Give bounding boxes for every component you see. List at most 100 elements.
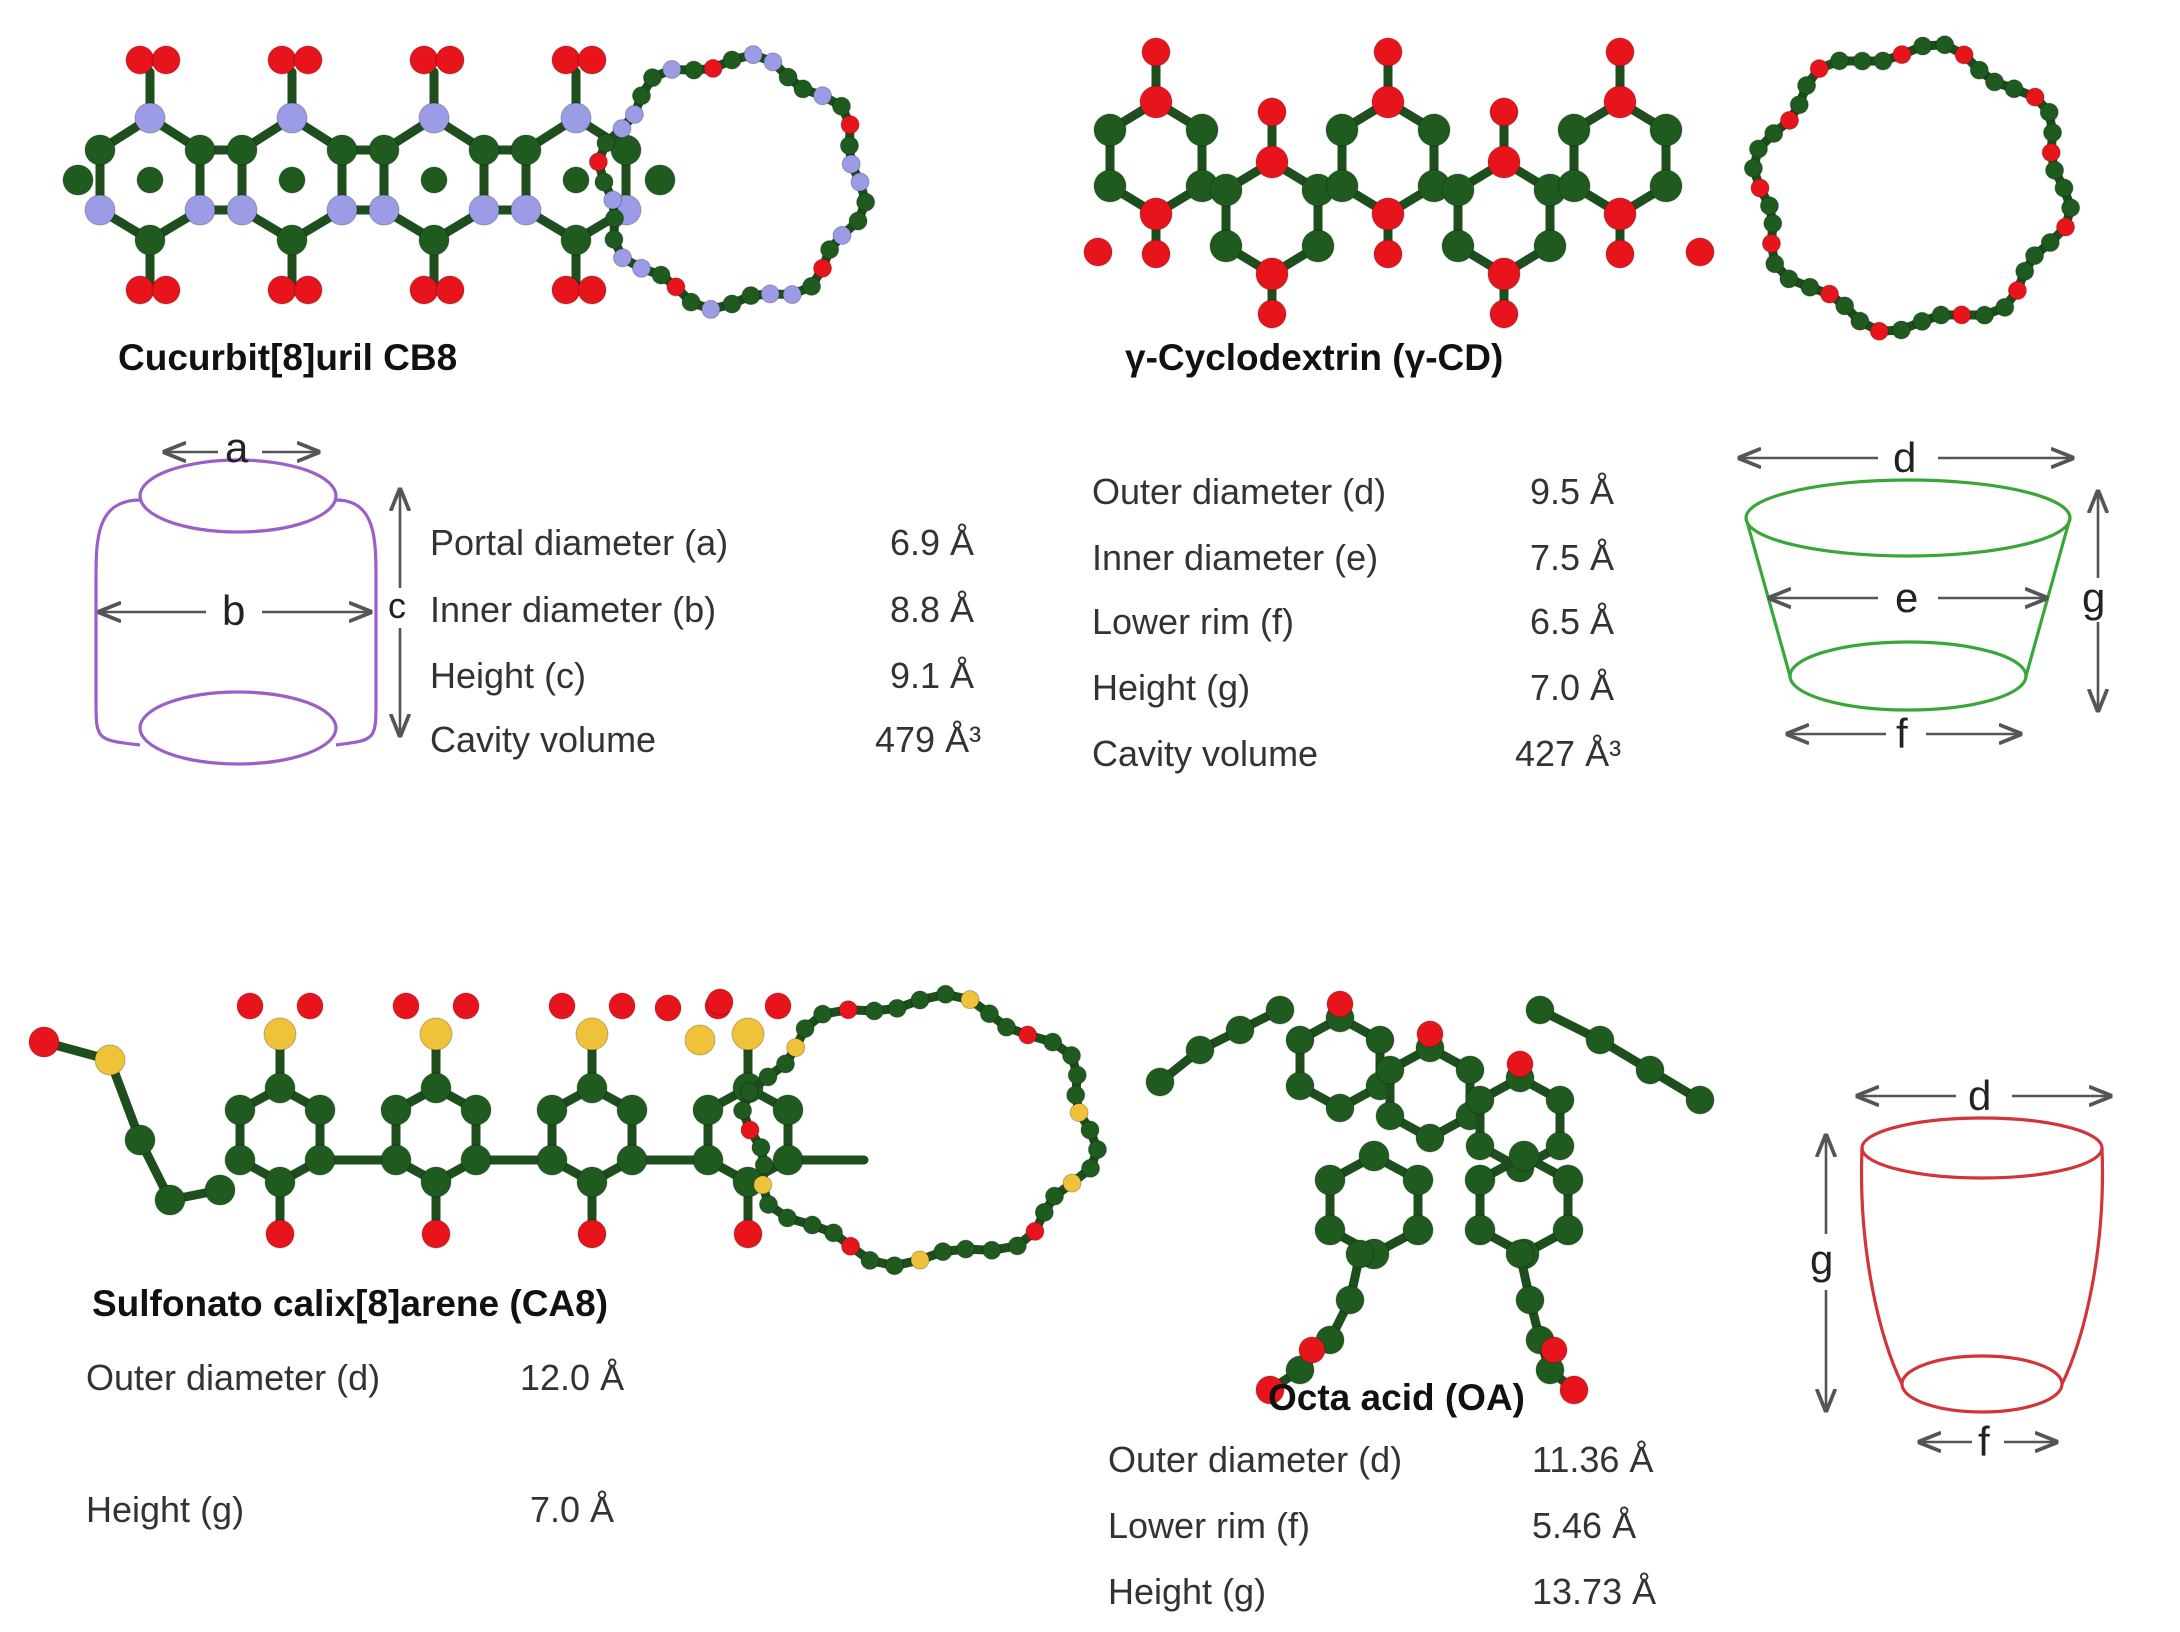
atom bbox=[1255, 1375, 1285, 1405]
atom bbox=[1298, 1336, 1326, 1364]
ca8-prop-value: 12.0 Å bbox=[520, 1357, 624, 1398]
atom bbox=[782, 285, 802, 305]
atom bbox=[604, 229, 624, 249]
atom bbox=[151, 275, 181, 305]
ca8-title: Sulfonato calix[8]arene (CA8) bbox=[92, 1283, 608, 1324]
atom bbox=[560, 102, 592, 134]
atom bbox=[2025, 246, 2045, 266]
atom bbox=[860, 1250, 880, 1270]
oa-prop-label: Lower rim (f) bbox=[1108, 1505, 1310, 1546]
atom bbox=[1605, 239, 1635, 269]
atom bbox=[605, 208, 625, 228]
atom bbox=[1489, 97, 1519, 127]
atom bbox=[125, 275, 155, 305]
atom bbox=[1441, 229, 1475, 263]
atom bbox=[624, 104, 644, 124]
atom bbox=[2007, 280, 2027, 300]
atom bbox=[1873, 51, 1893, 71]
gcd-prop-label: Cavity volume bbox=[1092, 733, 1318, 774]
atom bbox=[733, 1100, 753, 1120]
atom bbox=[936, 984, 956, 1004]
cb8-top-portal bbox=[138, 458, 338, 534]
atom bbox=[380, 1094, 412, 1126]
atom bbox=[420, 166, 448, 194]
gcd-d-label: d bbox=[1893, 434, 1916, 481]
atom bbox=[1789, 95, 1809, 115]
cb8-title: Cucurbit[8]uril CB8 bbox=[118, 337, 457, 378]
atom bbox=[460, 1144, 492, 1176]
atom bbox=[326, 194, 358, 226]
atom bbox=[2061, 198, 2081, 218]
atom bbox=[1829, 51, 1849, 71]
atom bbox=[326, 134, 358, 166]
atom bbox=[265, 1219, 295, 1249]
atom bbox=[1975, 305, 1995, 325]
atom bbox=[1557, 113, 1591, 147]
atom bbox=[576, 1072, 608, 1104]
atom bbox=[887, 998, 907, 1018]
atom bbox=[850, 172, 870, 192]
atom bbox=[1373, 239, 1403, 269]
atom bbox=[1557, 169, 1591, 203]
atom bbox=[956, 1239, 976, 1259]
atom bbox=[510, 194, 542, 226]
atom bbox=[1985, 72, 2005, 92]
atom bbox=[1225, 1015, 1255, 1045]
atom bbox=[1464, 1164, 1496, 1196]
cb8-prop-label: Portal diameter (a) bbox=[430, 522, 728, 563]
oa-upper-rim bbox=[1860, 1116, 2104, 1180]
atom bbox=[1417, 113, 1451, 147]
atom bbox=[1087, 1140, 1107, 1160]
cb8-prop-label: Height (c) bbox=[430, 655, 586, 696]
oa-dimension-diagram: d f g bbox=[1810, 1072, 2110, 1465]
atom bbox=[703, 58, 723, 78]
atom bbox=[1465, 1131, 1495, 1161]
atom bbox=[1685, 1085, 1715, 1115]
atom bbox=[151, 45, 181, 75]
atom bbox=[1043, 1032, 1063, 1052]
atom bbox=[1314, 1214, 1346, 1246]
ca8-prop-value: 7.0 Å bbox=[530, 1489, 614, 1530]
atom bbox=[802, 1215, 822, 1235]
cb8-prop-label: Cavity volume bbox=[430, 719, 656, 760]
atom bbox=[772, 1144, 804, 1176]
atom bbox=[777, 1208, 797, 1228]
atom bbox=[1145, 1067, 1175, 1097]
atom bbox=[236, 992, 264, 1020]
atom bbox=[864, 1001, 884, 1021]
atom bbox=[1487, 257, 1521, 291]
atom bbox=[831, 96, 851, 116]
atom bbox=[1069, 1103, 1089, 1123]
cb8-a-label: a bbox=[225, 424, 249, 471]
oa-prop-label: Height (g) bbox=[1108, 1571, 1266, 1612]
atom bbox=[1455, 1055, 1485, 1085]
atom bbox=[1649, 169, 1683, 203]
gcd-prop-value: 6.5 Å bbox=[1530, 601, 1614, 642]
atom bbox=[884, 1256, 904, 1276]
atom bbox=[1852, 51, 1872, 71]
atom bbox=[62, 164, 94, 196]
atom bbox=[2015, 261, 2035, 281]
atom bbox=[1375, 1101, 1405, 1131]
atom bbox=[1062, 1046, 1082, 1066]
atom bbox=[644, 164, 676, 196]
atom bbox=[409, 275, 439, 305]
atom bbox=[536, 1094, 568, 1126]
atom bbox=[793, 79, 813, 99]
oa-title: Octa acid (OA) bbox=[1268, 1377, 1525, 1418]
atom bbox=[631, 86, 651, 106]
atom bbox=[1540, 1336, 1568, 1364]
atom bbox=[910, 1250, 930, 1270]
atom bbox=[1371, 85, 1405, 119]
atom bbox=[603, 190, 623, 210]
atom bbox=[1018, 1025, 1038, 1045]
atom bbox=[1759, 196, 1779, 216]
atom bbox=[616, 1144, 648, 1176]
atom bbox=[1007, 1236, 1027, 1256]
atom bbox=[1487, 145, 1521, 179]
atom bbox=[802, 276, 822, 296]
atom bbox=[420, 1072, 452, 1104]
atom bbox=[421, 1219, 451, 1249]
atom bbox=[1605, 37, 1635, 67]
gcd-prop-label: Outer diameter (d) bbox=[1092, 471, 1386, 512]
